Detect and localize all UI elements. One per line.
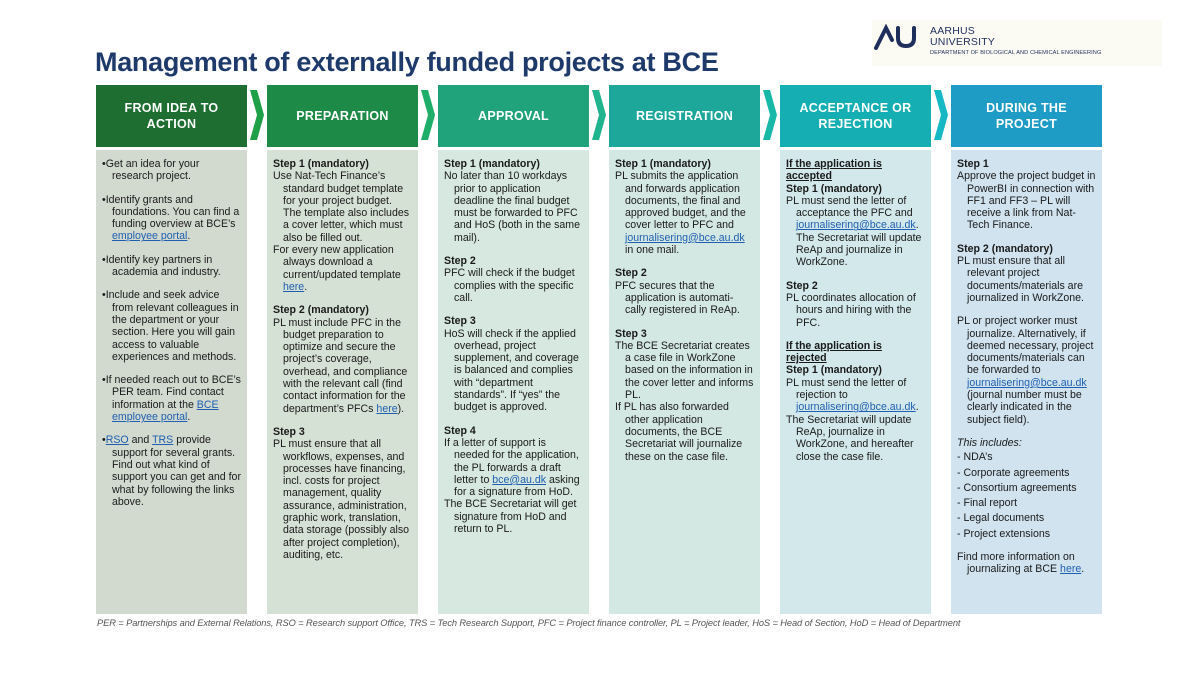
chevron-right-icon [592,90,606,140]
list-item: - NDA’s [957,451,993,464]
header-from-idea-to-action: FROM IDEA TO ACTION [96,85,247,147]
column-approval: Step 1 (mandatory) No later than 10 work… [438,150,589,614]
bullet-identify-partners: •Identify key partners in academia and i… [102,253,221,279]
department-name: DEPARTMENT OF BIOLOGICAL AND CHEMICAL EN… [930,50,1102,56]
step-title: Step 1 (mandatory) [444,158,540,170]
employee-portal-link[interactable]: employee portal [112,230,188,243]
header-registration: REGISTRATION [609,85,760,147]
step-text: If a letter of support is needed for the… [444,436,580,499]
header-preparation: PREPARATION [267,85,418,147]
step-text: PFC secures that the application is auto… [615,279,740,317]
journalisering-email-link[interactable]: journalisering@bce.au.dk [967,376,1087,389]
step-title: Step 2 (mandatory) [957,242,1053,255]
more-info-text: Find more information on journalizing at… [957,551,1085,576]
step-title: Step 1 (mandatory) [786,364,882,377]
step-text: PL coordinates allocation of hours and h… [786,291,916,329]
page-title: Management of externally funded projects… [95,47,719,77]
chevron-right-icon [421,90,435,140]
column-during-the-project: Step 1 Approve the project budget in Pow… [951,150,1102,614]
trs-link[interactable]: TRS [152,434,174,447]
step-title: Step 3 [615,327,647,340]
step-text: PL must include PFC in the budget prepar… [273,316,408,415]
step-text: PFC will check if the budget complies wi… [444,267,575,304]
step-text: PL or project worker must journalize. Al… [957,315,1094,426]
header-during-the-project: DURING THE PROJECT [951,85,1102,147]
bullet-identify-grants: •Identify grants and foundations. You ca… [102,193,240,243]
pfc-contact-here-link[interactable]: here [376,402,398,415]
list-item: - Final report [957,497,1018,510]
rso-link[interactable]: RSO [105,434,129,447]
step-title: Step 1 (mandatory) [273,158,369,170]
step-text: PL must send the letter of rejection to … [786,376,919,414]
column-acceptance-or-rejection: If the application is accepted Step 1 (m… [780,150,931,614]
step-title: Step 1 (mandatory) [786,182,882,195]
bullet-per-team: •If needed reach out to BCE’s PER team. … [102,374,241,424]
aarhus-logo-icon [874,24,916,50]
list-item: - Legal documents [957,512,1045,525]
header-approval: APPROVAL [438,85,589,147]
step-text: Approve the project budget in PowerBI in… [957,170,1096,232]
step-text: Use Nat-Tech Finance’s standard budget t… [273,170,410,244]
step-text: PL must ensure that all relevant project… [957,255,1084,304]
step-text: The BCE Secretariat creates a case file … [615,339,754,402]
bullet-rso-trs: •RSO and TRS provide support for several… [102,434,241,508]
list-item: - Consortium agreements [957,481,1077,494]
university-name: AARHUS UNIVERSITY [930,25,996,48]
list-item: - Corporate agreements [957,466,1070,479]
chevron-right-icon [934,90,948,140]
bullet-get-idea: •Get an idea for your research project. [102,158,200,183]
bce-employee-portal-link[interactable]: BCE employee portal [112,398,219,424]
column-from-idea-to-action: •Get an idea for your research project. … [96,150,247,614]
step-text: The Secretariat will update ReAp, journa… [786,413,914,463]
chevron-right-icon [250,90,264,140]
header-acceptance-or-rejection: ACCEPTANCE OR REJECTION [780,85,931,147]
step-text: PL must send the letter of acceptance th… [786,194,922,269]
step-title: Step 4 [444,424,476,437]
step-text: PL must ensure that all workflows, expen… [273,438,410,561]
step-title: Step 2 [786,279,818,292]
step-text: The BCE Secretariat will get signature f… [444,498,577,536]
chevron-right-icon [763,90,777,140]
university-logo: AARHUS UNIVERSITY DEPARTMENT OF BIOLOGIC… [872,20,1162,66]
journalisering-email-link[interactable]: journalisering@bce.au.dk [796,219,916,232]
bullet-seek-advice: •Include and seek advice from relevant c… [102,289,239,363]
step-title: Step 3 [273,425,305,438]
step-text: PL submits the application and forwards … [615,170,746,257]
accepted-heading: If the application is accepted [786,158,882,183]
step-text: For every new application always downloa… [273,244,401,293]
column-registration: Step 1 (mandatory) PL submits the applic… [609,150,760,614]
footnote: PER = Partnerships and External Relation… [97,618,961,628]
step-text: If PL has also forwarded other applicati… [615,401,743,463]
bce-email-link[interactable]: bce@au.dk [492,473,547,486]
step-title: Step 2 [615,267,647,280]
list-item: - Project extensions [957,527,1051,540]
includes-label: This includes: [957,436,1022,449]
rejected-heading: If the application is rejected [786,339,882,365]
column-preparation: Step 1 (mandatory) Use Nat-Tech Finance’… [267,150,418,614]
template-here-link[interactable]: here [283,280,305,293]
step-title: Step 2 [444,255,476,268]
step-title: Step 1 (mandatory) [615,158,711,170]
journalisering-email-link[interactable]: journalisering@bce.au.dk [796,401,916,414]
step-title: Step 1 [957,158,989,170]
journalisering-email-link[interactable]: journalisering@bce.au.dk [625,231,745,244]
step-title: Step 3 [444,315,476,328]
step-title: Step 2 (mandatory) [273,304,369,317]
journalizing-here-link[interactable]: here [1060,563,1082,576]
step-text: No later than 10 workdays prior to appli… [444,170,581,244]
step-text: HoS will check if the applied overhead, … [444,327,579,414]
